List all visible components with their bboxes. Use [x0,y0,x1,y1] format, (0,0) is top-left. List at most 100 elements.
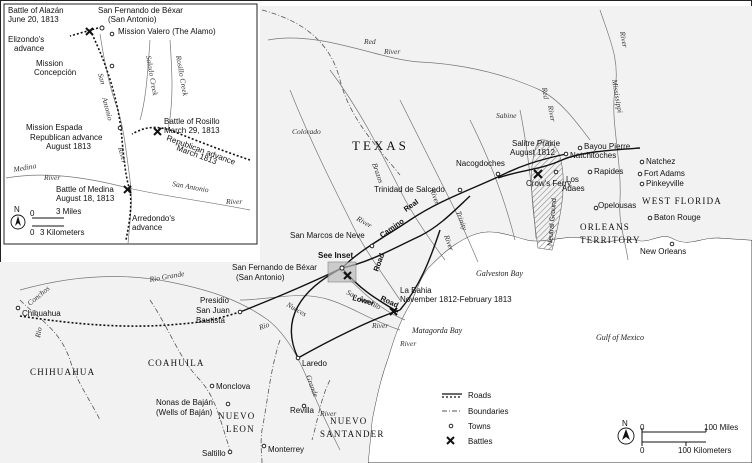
water-galveston: Galveston Bay [476,269,523,278]
label-baton-rouge: Baton Rouge [654,213,701,222]
chihuahua-route [19,311,241,327]
inset-battle-rosillo: Battle of Rosillo [164,117,220,126]
main-scale: N 0 100 Miles 0 100 Kilometers [617,419,738,455]
towns: Bayou Pierre Nacogdoches Natchitoches Cr… [15,142,701,458]
inset-battle-medina-date: August 18, 1813 [56,194,115,203]
see-inset-box[interactable] [327,261,357,283]
battle-icon-salitre [533,169,543,179]
river-rio-1: Rio [33,326,44,339]
land-shade [0,6,752,463]
town-natchitoches [563,151,569,157]
town-monclova [209,383,215,389]
inset-mission-valero: Mission Valero (The Alamo) [118,27,216,36]
inset-river-san: San [96,72,108,85]
main-scale-km: 100 Kilometers [678,446,731,455]
town-bexar [339,265,345,271]
town-bayou-pierre [577,145,583,151]
river-red-3: Red [540,86,551,100]
label-laredo: Laredo [302,359,327,368]
label-bayou-pierre: Bayou Pierre [584,142,631,151]
water-gulf: Gulf of Mexico [596,333,644,342]
label-natchitoches: Natchitoches [570,151,616,160]
main-battles: Salitre Prairie August 1812 La Bahia Nov… [343,139,561,316]
main-scale-zero-km: 0 [640,446,645,455]
river-mississippi-2: River [618,30,630,49]
label-wells: (Wells of Baján) [156,408,213,417]
battle-la-bahia-date: November 1812-February 1813 [400,295,512,304]
legend: Roads Boundaries Towns Battles [442,391,508,446]
town-saltillo [227,449,233,455]
inset-mission-espada: Mission Espada [26,123,83,132]
legend-roads: Roads [468,391,491,400]
region-nuevo-1: NUEVO [218,411,256,421]
river-colorado: Colorado [292,127,321,136]
region-west-florida: WEST FLORIDA [642,196,722,206]
inset-battle-rosillo-date: March 29, 1813 [164,126,220,135]
region-coahuila: COAHUILA [148,358,205,368]
main-north: N [622,419,628,428]
town-nonas [225,401,231,407]
label-rapides: Rapides [594,167,623,176]
town-natchez [639,159,645,165]
town-pinkeyville [639,181,645,187]
inset-adv-rep-aug-date: August 1813 [46,142,91,151]
town-fort-adams [637,171,643,177]
see-inset-label: See Inset [318,251,353,260]
label-monterrey: Monterrey [268,445,304,454]
inset-map: Battle of Alazán June 20, 1813 San Ferna… [3,3,258,245]
label-chihuahua: Chihuahua [22,309,61,318]
boundaries [19,9,401,463]
town-trinidad [457,187,463,193]
inset-mission-label: Mission [36,59,63,68]
label-bexar: San Fernando de Béxar [232,263,317,272]
legend-towns: Towns [468,422,491,431]
river-rio-2: Rio [257,320,271,332]
label-revilla: Revilla [290,406,315,415]
river-red-2: River [383,47,400,56]
label-san-juan: San Juan [196,306,230,315]
legend-battles: Battles [468,437,492,446]
label-monclova: Monclova [216,382,251,391]
label-crows-ferry: Crow's Ferry [526,179,571,188]
inset-adv-elizondo: Elizondo's [8,35,44,44]
inset-scale-zero: 0 [30,209,35,218]
inset-scale-zero-km: 0 [30,228,35,237]
town-opelousas [593,205,599,211]
town-presidio [237,309,243,315]
inset-river-river-3: River [225,197,242,206]
rivers [19,9,629,451]
battle-salitre: Salitre Prairie [512,139,561,148]
inset-scale-km: 3 Kilometers [40,228,84,237]
label-presidio: Presidio [200,296,229,305]
label-nacogdoches: Nacogdoches [456,159,505,168]
water-matagorda: Matagorda Bay [411,326,463,335]
town-chihuahua [15,305,21,311]
label-san-antonio: (San Antonio) [236,273,285,282]
label-trinidad: Trinidad de Salcedo [374,185,445,194]
battle-icon-bexar [343,271,352,280]
region-chihuahua: CHIHUAHUA [30,367,95,377]
region-territory: TERRITORY [580,235,641,245]
town-laredo [295,355,301,361]
inset-adv-arredondo-2: advance [132,223,163,232]
river-red-1: Red [363,37,376,46]
inset-north: N [14,205,20,214]
inset-battle-alazan-date: June 20, 1813 [8,15,59,24]
inset-adv-elizondo-2: advance [14,44,45,53]
inset-battle-alazan: Battle of Alazán [8,6,64,15]
town-new-orleans [669,241,675,247]
main-scale-zero: 0 [640,423,645,432]
inset-adv-arredondo: Arredondo's [132,214,175,223]
town-baton-rouge [647,215,653,221]
town-monterrey [261,443,267,449]
label-saltillo: Saltillo [202,449,226,458]
inset-river-medina: Medina [12,161,37,174]
river-sabine: Sabine [496,111,517,120]
label-bautista: Bautista [196,316,225,325]
label-opelousas: Opelousas [598,201,636,210]
river-label-c: River [371,321,388,330]
region-orleans: ORLEANS [580,222,630,232]
town-nacogdoches [495,171,501,177]
label-natchez: Natchez [646,157,675,166]
